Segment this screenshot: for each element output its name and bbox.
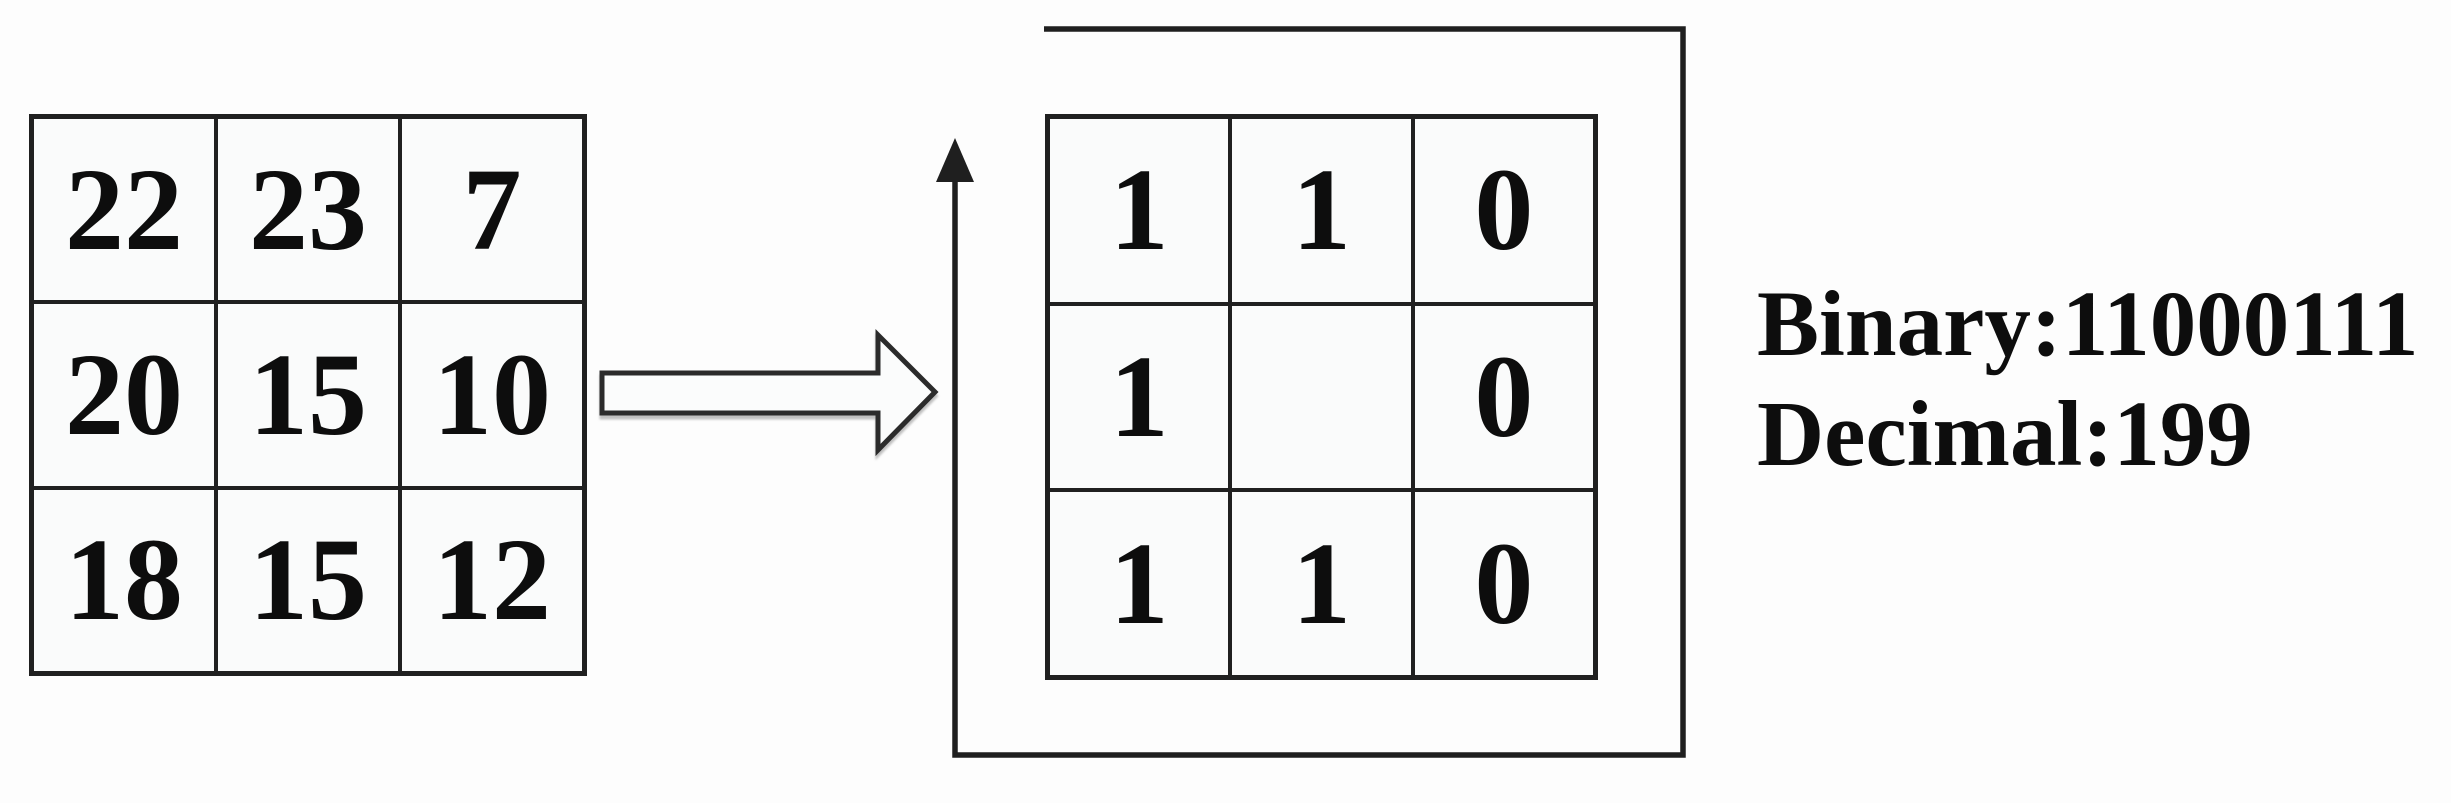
pixel-cell: 20 bbox=[34, 304, 214, 486]
pixel-value-grid: 22 23 7 20 15 10 18 15 12 bbox=[29, 114, 587, 676]
pixel-cell: 7 bbox=[402, 119, 582, 301]
result-block: Binary:11000111 Decimal:199 bbox=[1757, 270, 2418, 489]
clockwise-traversal-arrow-icon bbox=[936, 26, 1686, 758]
binary-cell: 1 bbox=[1050, 492, 1229, 675]
binary-cell-center-empty bbox=[1232, 305, 1411, 489]
binary-cell: 1 bbox=[1050, 119, 1229, 302]
binary-cell: 0 bbox=[1414, 119, 1593, 302]
pixel-cell: 23 bbox=[218, 119, 398, 301]
binary-result-label: Binary:11000111 bbox=[1757, 273, 2419, 376]
pixel-cell: 12 bbox=[402, 489, 582, 671]
binary-cell: 0 bbox=[1414, 492, 1593, 675]
pixel-cell: 10 bbox=[402, 304, 582, 486]
transform-arrow-icon bbox=[599, 328, 939, 457]
binary-threshold-grid: 1 1 0 1 0 1 1 0 bbox=[1045, 114, 1598, 680]
binary-cell: 1 bbox=[1050, 305, 1229, 489]
binary-cell: 0 bbox=[1414, 305, 1593, 489]
pixel-cell: 22 bbox=[34, 119, 214, 301]
pixel-cell: 18 bbox=[34, 489, 214, 671]
pixel-cell-center: 15 bbox=[218, 304, 398, 486]
binary-cell: 1 bbox=[1232, 119, 1411, 302]
decimal-result-label: Decimal:199 bbox=[1757, 382, 2253, 486]
pixel-cell: 15 bbox=[218, 489, 398, 671]
binary-cell: 1 bbox=[1232, 492, 1411, 675]
